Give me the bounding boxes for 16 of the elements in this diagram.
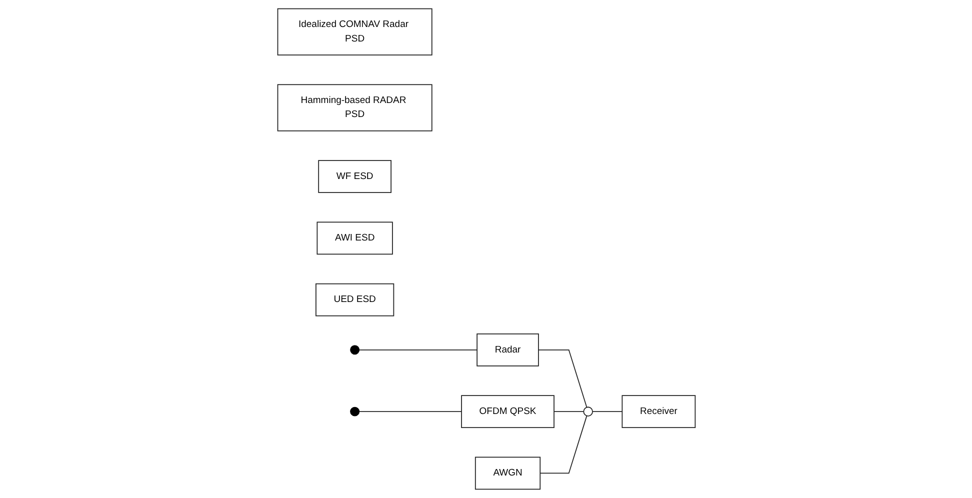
connector [539,415,587,474]
connector [538,349,587,408]
node-box: AWGN [474,456,540,490]
node-box: WF ESD [318,160,392,193]
connector [358,349,478,350]
node-box: Radar [476,333,538,366]
node-box: AWI ESD [316,222,392,255]
connector [358,411,462,412]
node-box: OFDM QPSK [460,395,554,428]
connector [592,411,622,412]
node-box: Idealized COMNAV Radar PSD [276,8,432,56]
node-box: Hamming-based RADAR PSD [276,84,432,132]
connector [553,411,584,412]
node-box: Receiver [621,395,696,428]
node-box: UED ESD [315,283,394,316]
node-circle [582,406,593,416]
